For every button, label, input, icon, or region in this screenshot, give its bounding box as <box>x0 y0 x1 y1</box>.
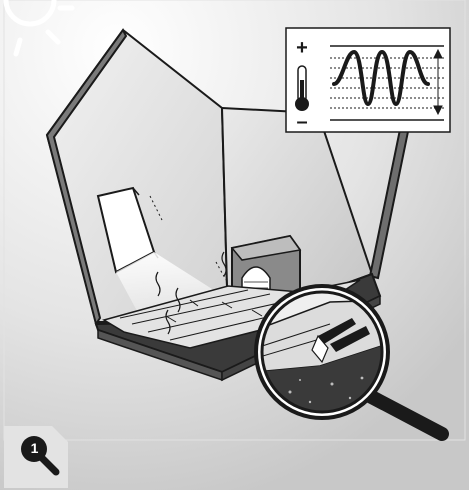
temperature-cycle-panel: + – <box>286 28 450 133</box>
step-number: 1 <box>26 440 43 457</box>
plus-label: + <box>296 37 308 59</box>
step-badge <box>4 426 68 488</box>
minus-label: – <box>296 111 307 133</box>
